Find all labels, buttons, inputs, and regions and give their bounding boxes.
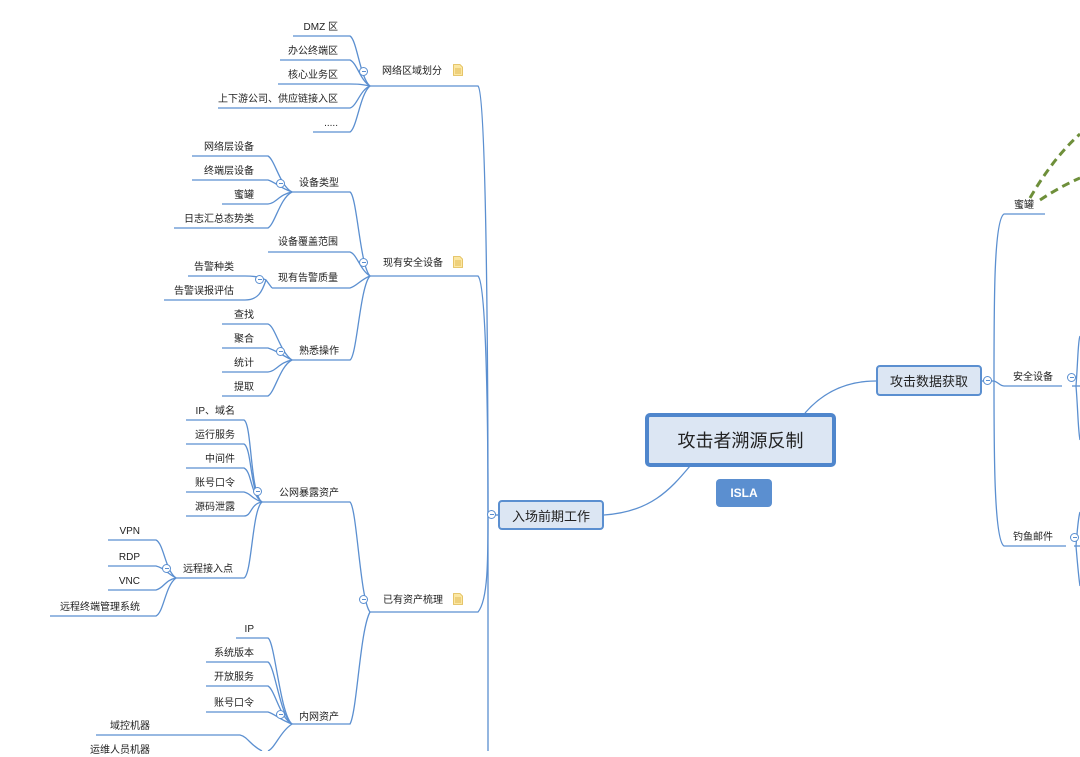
leaf-statistics[interactable]: 统计	[234, 358, 254, 369]
collapse-remote-toggle[interactable]	[162, 564, 171, 573]
collapse-assets-toggle[interactable]	[359, 595, 368, 604]
note-icon[interactable]	[453, 64, 463, 76]
branch-alert-quality[interactable]: 现有告警质量	[278, 273, 338, 284]
collapse-ops-toggle[interactable]	[276, 347, 285, 356]
collapse-security-devices-toggle[interactable]	[1067, 373, 1076, 382]
leaf-honeypot[interactable]: 蜜罐	[234, 190, 254, 201]
branch-security-devices[interactable]: 现有安全设备	[383, 258, 443, 269]
branch-device-types[interactable]: 设备类型	[299, 178, 339, 189]
leaf-rdp[interactable]: RDP	[118, 552, 140, 563]
leaf-log-situation[interactable]: 日志汇总态势类	[184, 214, 254, 225]
leaf-alert-types[interactable]: 告警种类	[194, 262, 234, 273]
branch-asset-inventory[interactable]: 已有资产梳理	[383, 595, 443, 606]
leaf-intranet-ip[interactable]: IP	[244, 624, 254, 635]
main-topic-data-acquisition[interactable]: 攻击数据获取	[876, 365, 982, 396]
leaf-core-business[interactable]: 核心业务区	[288, 70, 338, 81]
note-icon[interactable]	[453, 256, 463, 268]
leaf-office-terminal[interactable]: 办公终端区	[288, 46, 338, 57]
branch-security-equipment[interactable]: 安全设备	[1013, 372, 1053, 383]
branch-honeypot[interactable]: 蜜罐	[1014, 200, 1034, 211]
main-topic-preparation-label: 入场前期工作	[511, 508, 590, 524]
branch-phishing-email[interactable]: 钓鱼邮件	[1013, 532, 1053, 543]
leaf-supply-chain[interactable]: 上下游公司、供应链接入区	[218, 94, 338, 105]
collapse-public-assets-toggle[interactable]	[253, 487, 262, 496]
branch-familiar-ops[interactable]: 熟悉操作	[299, 346, 339, 357]
collapse-zones-toggle[interactable]	[359, 67, 368, 76]
leaf-ip-domain[interactable]: IP、域名	[195, 406, 235, 417]
branch-intranet-assets[interactable]: 内网资产	[299, 712, 339, 723]
isla-badge: ISLA	[716, 479, 772, 507]
leaf-network-layer[interactable]: 网络层设备	[204, 142, 254, 153]
collapse-device-types-toggle[interactable]	[276, 179, 285, 188]
leaf-running-services[interactable]: 运行服务	[195, 430, 235, 441]
collapse-phishing-toggle[interactable]	[1070, 533, 1079, 542]
branch-public-assets[interactable]: 公网暴露资产	[279, 488, 339, 499]
leaf-domain-controller[interactable]: 域控机器	[110, 721, 150, 732]
collapse-preparation-toggle[interactable]	[487, 510, 496, 519]
leaf-dmz[interactable]: DMZ 区	[303, 22, 338, 33]
leaf-aggregate[interactable]: 聚合	[234, 334, 254, 345]
collapse-data-acquisition-toggle[interactable]	[983, 376, 992, 385]
leaf-vnc[interactable]: VNC	[118, 576, 140, 587]
leaf-extract[interactable]: 提取	[234, 382, 254, 393]
main-topic-preparation[interactable]: 入场前期工作	[498, 500, 604, 530]
leaf-more[interactable]: .....	[324, 118, 338, 129]
root-topic[interactable]: 攻击者溯源反制	[645, 413, 836, 467]
leaf-vpn[interactable]: VPN	[119, 526, 140, 537]
collapse-security-toggle[interactable]	[359, 258, 368, 267]
leaf-intranet-credentials[interactable]: 账号口令	[214, 698, 254, 709]
collapse-intranet-toggle[interactable]	[276, 710, 285, 719]
leaf-open-services[interactable]: 开放服务	[214, 672, 254, 683]
leaf-system-version[interactable]: 系统版本	[214, 648, 254, 659]
leaf-search[interactable]: 查找	[234, 310, 254, 321]
leaf-credentials[interactable]: 账号口令	[195, 478, 235, 489]
branch-network-zones[interactable]: 网络区域划分	[382, 66, 442, 77]
leaf-remote-terminal-mgmt[interactable]: 远程终端管理系统	[60, 602, 140, 613]
branch-coverage[interactable]: 设备覆盖范围	[278, 237, 338, 248]
main-topic-data-acquisition-label: 攻击数据获取	[889, 374, 968, 389]
leaf-middleware[interactable]: 中间件	[205, 454, 235, 465]
leaf-false-positive[interactable]: 告警误报评估	[174, 286, 234, 297]
note-icon[interactable]	[453, 593, 463, 605]
leaf-source-leak[interactable]: 源码泄露	[195, 502, 235, 513]
root-topic-label: 攻击者溯源反制	[677, 431, 804, 451]
branch-remote-access[interactable]: 远程接入点	[183, 564, 233, 575]
collapse-alerts-toggle[interactable]	[255, 275, 264, 284]
leaf-terminal-layer[interactable]: 终端层设备	[204, 166, 254, 177]
